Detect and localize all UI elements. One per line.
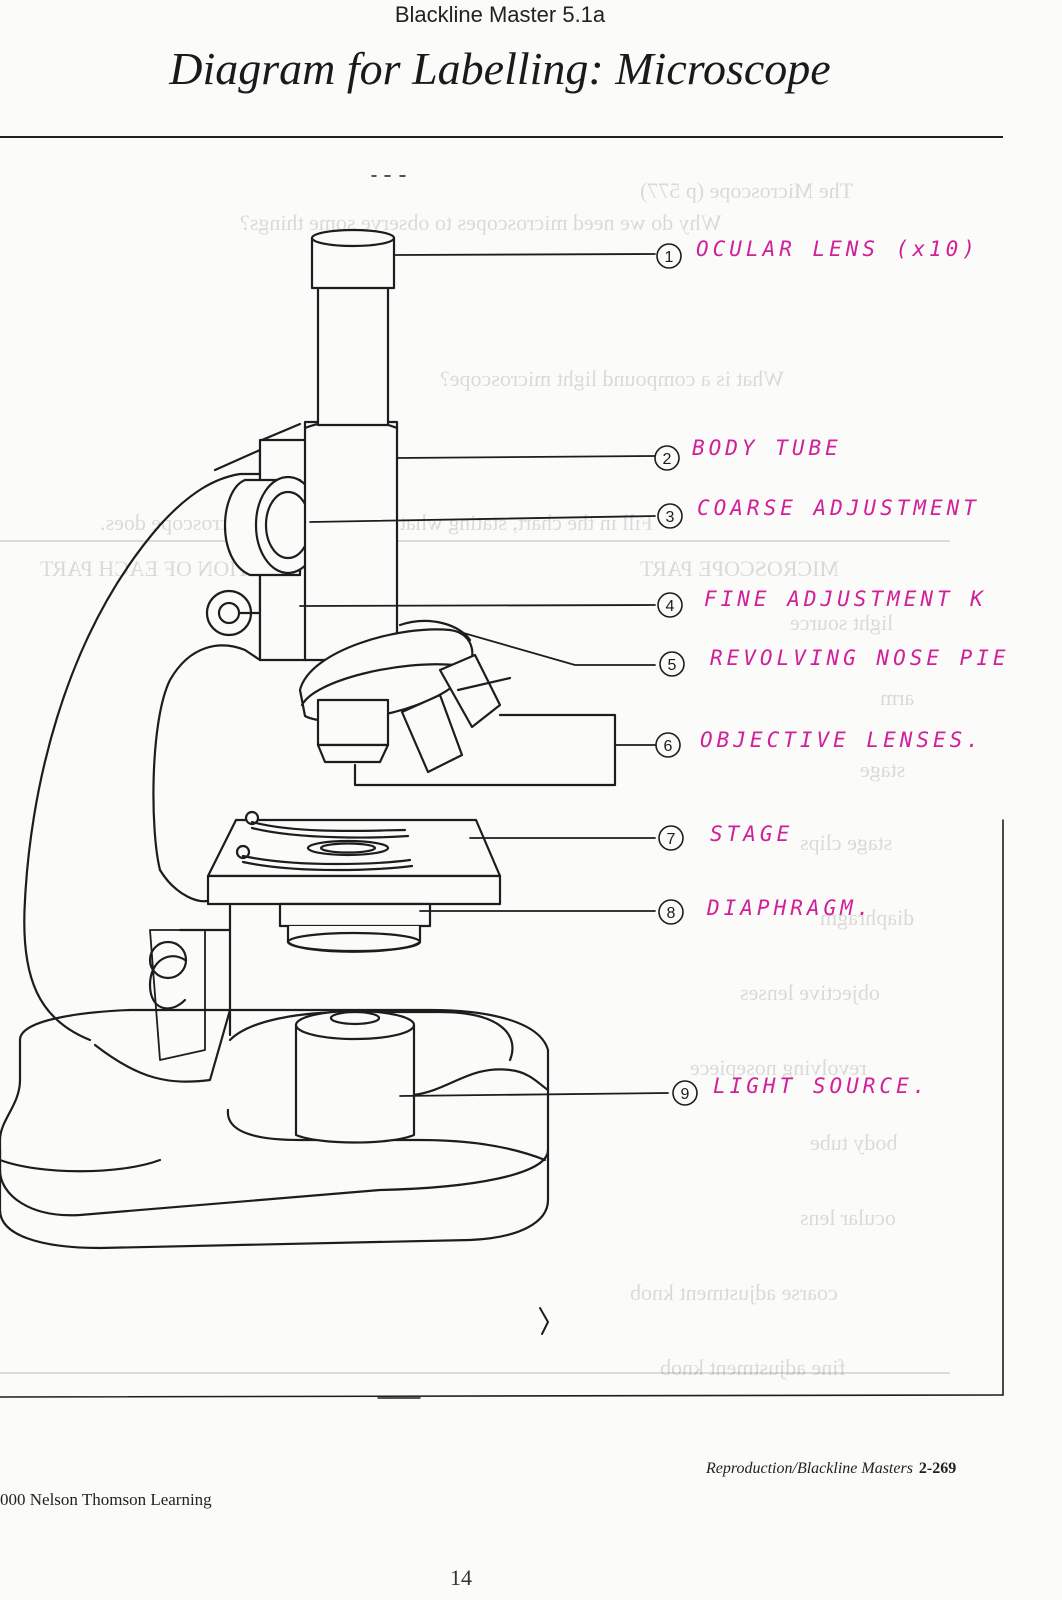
label-ocular-lens: OCULAR LENS (x10) [696,237,979,261]
label-number: 5 [668,657,677,674]
label-objective-lenses: OBJECTIVE LENSES. [700,728,983,752]
stage-clips [235,810,414,872]
number-digits: 1 2 3 4 5 6 7 8 9 [663,249,690,1103]
diaphragm [278,902,432,953]
label-fine-adjustment: FINE ADJUSTMENT K [704,587,987,611]
microscope-arm [23,448,262,1083]
series-text: Reproduction/Blackline Masters [706,1460,913,1477]
header-rule [0,136,1003,138]
number-circles [654,243,698,1106]
label-number: 8 [667,905,676,922]
copyright-footer: 000 Nelson Thomson Learning [0,1490,212,1509]
page-title: Diagram for Labelling: Microscope [169,43,831,94]
ocular-lens [310,228,396,290]
stage [206,818,502,906]
bleed-through-grid [0,540,950,1374]
label-number: 3 [666,509,675,526]
frame-bottom-line [0,1394,1004,1398]
microscope-base [0,1008,550,1250]
label-diaphragm: DIAPHRAGM. [707,896,874,920]
page-number: 2-269 [918,1460,957,1477]
label-number: 9 [681,1086,690,1103]
label-body-tube: BODY TUBE [692,436,842,460]
label-number: 1 [665,249,674,266]
label-number: 4 [666,598,675,615]
light-source [294,1009,550,1144]
label-number: 6 [664,738,673,755]
series-footer: Reproduction/Blackline Masters 2-269 [706,1460,956,1478]
master-number: Blackline Master 5.1a [394,2,606,27]
label-light-source: LIGHT SOURCE. [713,1074,930,1098]
handwritten-page-number: 14 [450,1565,472,1590]
label-number: 2 [663,451,672,468]
label-coarse-adjustment: COARSE ADJUSTMENT [697,496,980,520]
label-number: 7 [667,831,676,848]
label-revolving-nose-piece: REVOLVING NOSE PIE [710,646,1010,670]
leader-lines [299,253,669,1097]
objective-lenses [316,653,617,787]
label-stage: STAGE [710,822,794,846]
body-tube [303,278,399,662]
stray-marks [371,175,549,1399]
